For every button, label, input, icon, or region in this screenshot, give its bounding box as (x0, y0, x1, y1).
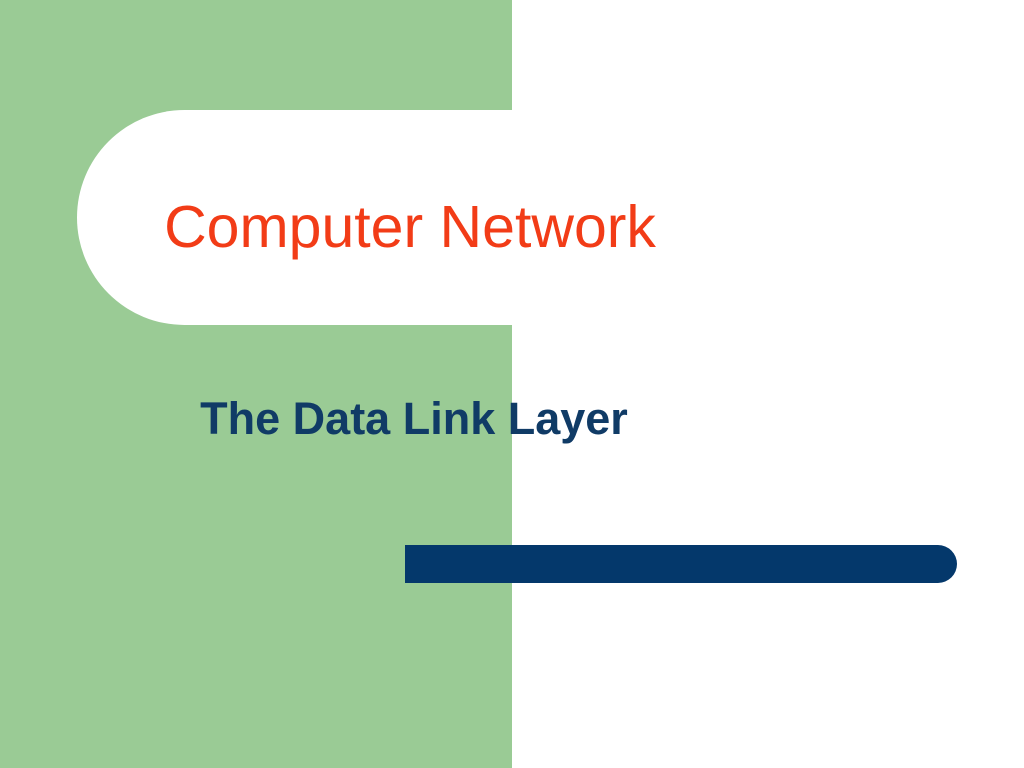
navy-accent-bar (405, 545, 957, 583)
white-rounded-banner (77, 110, 537, 325)
slide-subtitle: The Data Link Layer (200, 393, 628, 444)
slide-title: Computer Network (164, 194, 656, 260)
